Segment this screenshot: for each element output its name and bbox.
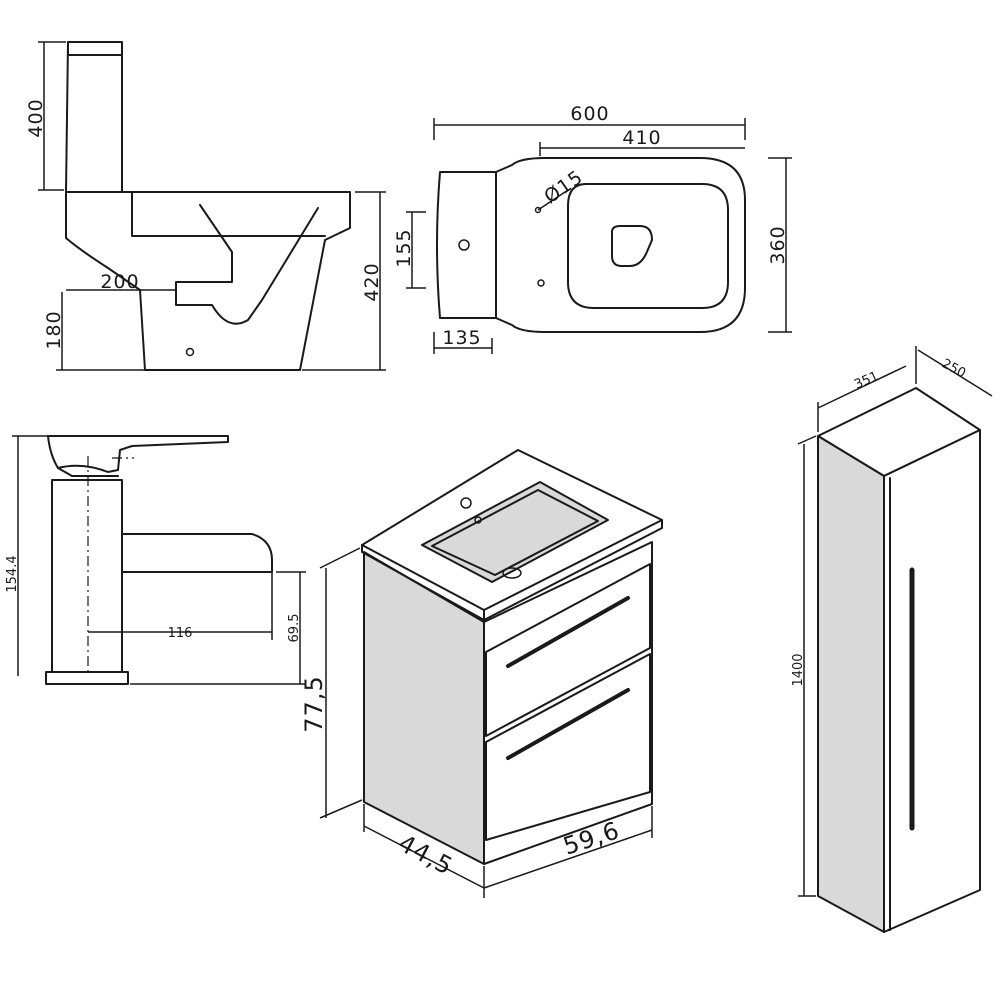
dim-cistern-height: 400 <box>25 41 66 191</box>
top-seat-outline <box>567 183 729 309</box>
top-cistern-outline <box>436 171 497 319</box>
tap-side-view <box>45 435 273 685</box>
toilet-top-view: Ø15 <box>436 157 746 333</box>
dim-spout-height: 69.5 <box>130 571 306 685</box>
dim-vanity-height-label: 77,5 <box>300 675 328 732</box>
dim-overall-length: 600 <box>433 103 746 140</box>
drawer-top-handle <box>506 596 630 668</box>
tap-lever <box>47 435 229 473</box>
dim-overall-length-label: 600 <box>570 103 609 125</box>
basin-overflow <box>474 516 482 524</box>
toilet-bowl-outline <box>65 191 351 371</box>
dim-cabinet-height-label: 1400 <box>791 653 806 686</box>
dim-spout-height-label: 69.5 <box>287 614 302 643</box>
drawer-bottom <box>485 653 651 841</box>
vanity-front-panel <box>483 541 653 865</box>
dim-toilet-width-label: 360 <box>767 225 789 264</box>
cabinet-side-panel <box>817 435 885 933</box>
basin-waste <box>502 567 522 579</box>
hole-diameter-label: Ø15 <box>540 166 587 208</box>
dim-tap-height: 154.4 <box>5 435 50 676</box>
dim-cistern-hole: 155 <box>393 211 426 289</box>
basin-tap-hole <box>460 497 472 509</box>
dim-outlet-offset: 200 <box>66 271 176 293</box>
tap-base <box>45 671 129 685</box>
cistern-lid <box>67 41 123 56</box>
dim-tap-height-label: 154.4 <box>5 555 20 592</box>
hole-diameter-marker <box>534 206 542 214</box>
fixing-hole <box>185 347 195 357</box>
tap-body <box>51 479 123 673</box>
cistern-outline <box>65 41 123 193</box>
dim-bowl-length-label: 410 <box>622 127 661 149</box>
dim-toilet-height: 420 <box>302 191 386 371</box>
tall-cabinet <box>817 387 981 933</box>
hole-diameter-leader <box>537 189 569 211</box>
dim-cistern-depth-label: 135 <box>442 327 481 349</box>
dim-outlet-height: 180 <box>43 292 145 371</box>
cistern-tap-hole <box>458 239 470 251</box>
seat-line <box>131 191 326 237</box>
dim-cistern-height-label: 400 <box>25 98 47 137</box>
top-pan-outline <box>495 157 746 333</box>
dim-cistern-hole-label: 155 <box>393 228 415 267</box>
dim-toilet-height-label: 420 <box>361 262 383 301</box>
toilet-side-view <box>65 41 351 371</box>
dim-tap-reach: 116 <box>88 572 273 641</box>
drawer-top <box>485 563 651 737</box>
drawer-bottom-handle <box>506 688 630 760</box>
dim-cabinet-depth-label: 351 <box>852 369 881 393</box>
dim-cabinet-width: 250 <box>915 346 993 397</box>
dim-outlet-offset-label: 200 <box>100 271 139 293</box>
dim-vanity-height: 77,5 <box>300 547 363 819</box>
tap-spout <box>121 533 273 573</box>
pan-fixing-hole <box>537 279 545 287</box>
basin-bowl <box>421 481 609 583</box>
tap-lever-collar <box>47 435 119 477</box>
trapway-inner <box>175 204 319 325</box>
dim-outlet-height-label: 180 <box>43 310 65 349</box>
vanity-unit <box>361 449 663 865</box>
cabinet-door <box>883 429 981 933</box>
basin-bowl-inner <box>431 489 599 576</box>
dim-bowl-length: 410 <box>539 127 745 156</box>
dim-toilet-width: 360 <box>767 157 792 333</box>
dim-cistern-depth: 135 <box>433 327 493 354</box>
bowl-opening <box>611 225 653 267</box>
dim-cabinet-height: 1400 <box>791 435 817 897</box>
dim-tap-reach-label: 116 <box>168 626 193 641</box>
